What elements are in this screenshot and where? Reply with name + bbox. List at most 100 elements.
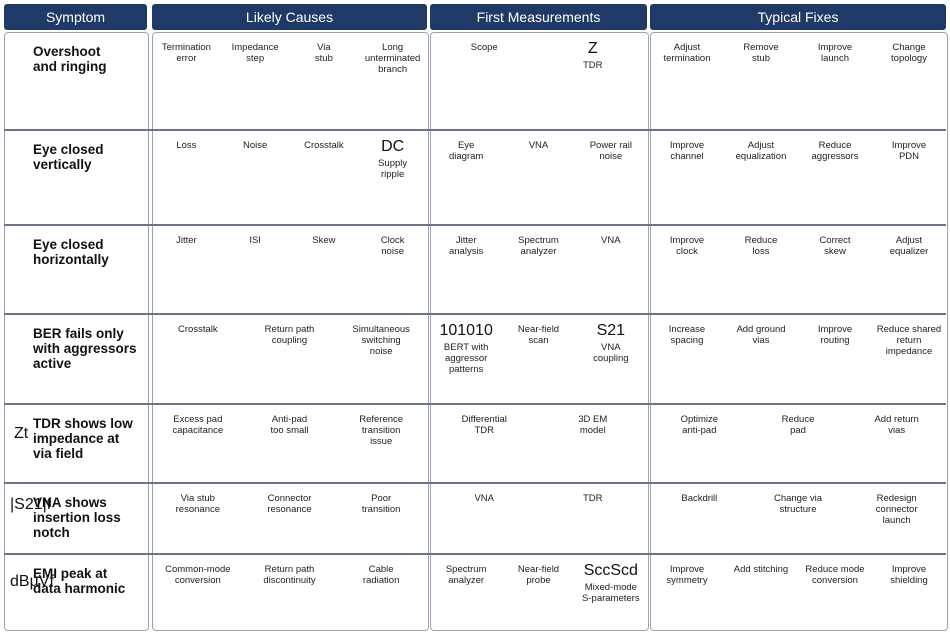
item-label-line: Poor [371, 493, 392, 504]
svg-text:f: f [46, 496, 52, 513]
item-label-line: Redesign [876, 493, 917, 504]
item-label-line: stub [752, 53, 770, 64]
row-separator [4, 403, 946, 405]
item-label-line: error [176, 53, 197, 64]
item-label-line: Add stitching [733, 564, 789, 575]
item-label-line: Scope [470, 42, 498, 53]
symptom-line: insertion loss [33, 510, 121, 525]
item-label-line: VNA [528, 140, 549, 151]
svg-text:Scd: Scd [610, 562, 638, 579]
item-label-line: patterns [448, 364, 484, 375]
symptom-line: with aggressors [33, 341, 137, 356]
item-label-line: VNA [601, 235, 621, 246]
item-label: TDR [553, 493, 633, 504]
item-label-line: Reduce [781, 414, 815, 425]
item-label: Add stitching [721, 564, 801, 575]
item-label-line: Excess pad [173, 414, 223, 425]
symptom-line: via field [33, 446, 84, 461]
item-label-line: Improve [891, 140, 927, 151]
symptom-line: EMI peak at [33, 566, 108, 581]
symptom-line: horizontally [33, 252, 109, 267]
item-label-line: structure [779, 504, 817, 515]
item-label-line: analyzer [520, 246, 557, 257]
item-label-line: vias [752, 335, 770, 346]
symptom-line: TDR shows low [33, 416, 133, 431]
item-label: Crosstalk [284, 140, 364, 151]
svg-text:S21: S21 [596, 322, 626, 339]
item-label-line: TDR [474, 425, 495, 436]
svg-text:Scc: Scc [583, 562, 611, 579]
svg-text:t: t [23, 425, 29, 442]
measurement-item: VNA [499, 138, 579, 151]
item-label-line: coupling [593, 353, 629, 364]
item-label-line: Cable [368, 564, 394, 575]
item-label-line: Jitter [176, 235, 197, 246]
row-separator [4, 313, 946, 315]
item-label-line: Return path [264, 564, 315, 575]
item-label-line: Near-field [517, 324, 560, 335]
item-label-line: Improve [669, 235, 705, 246]
item-label-line: conversion [812, 575, 858, 586]
item-label-line: Via [317, 42, 331, 53]
item-label-line: Improve [669, 140, 705, 151]
item-label: Noise [215, 140, 295, 151]
fixe-item: Add stitching [721, 562, 801, 575]
symptom-waveform-icon: |S21|f [10, 496, 51, 514]
causes-column [152, 32, 429, 631]
item-label-line: coupling [271, 335, 308, 346]
item-label-line: anti-pad [682, 425, 717, 436]
symptom-line: Eye closed [33, 142, 104, 157]
item-label-line: Reduce [818, 140, 852, 151]
row-separator [4, 224, 946, 226]
ripple-icon: DC [353, 138, 433, 156]
item-label-line: 3D EM [578, 414, 608, 425]
item-label-line: probe [526, 575, 551, 586]
item-label-line: switching [361, 335, 401, 346]
item-label-line: PDN [898, 151, 920, 162]
item-label: ISI [215, 235, 295, 246]
item-label-line: Impedance [231, 42, 279, 53]
item-label-line: Reduce mode [805, 564, 865, 575]
item-label-line: Loss [176, 140, 197, 151]
row-separator [4, 129, 946, 131]
